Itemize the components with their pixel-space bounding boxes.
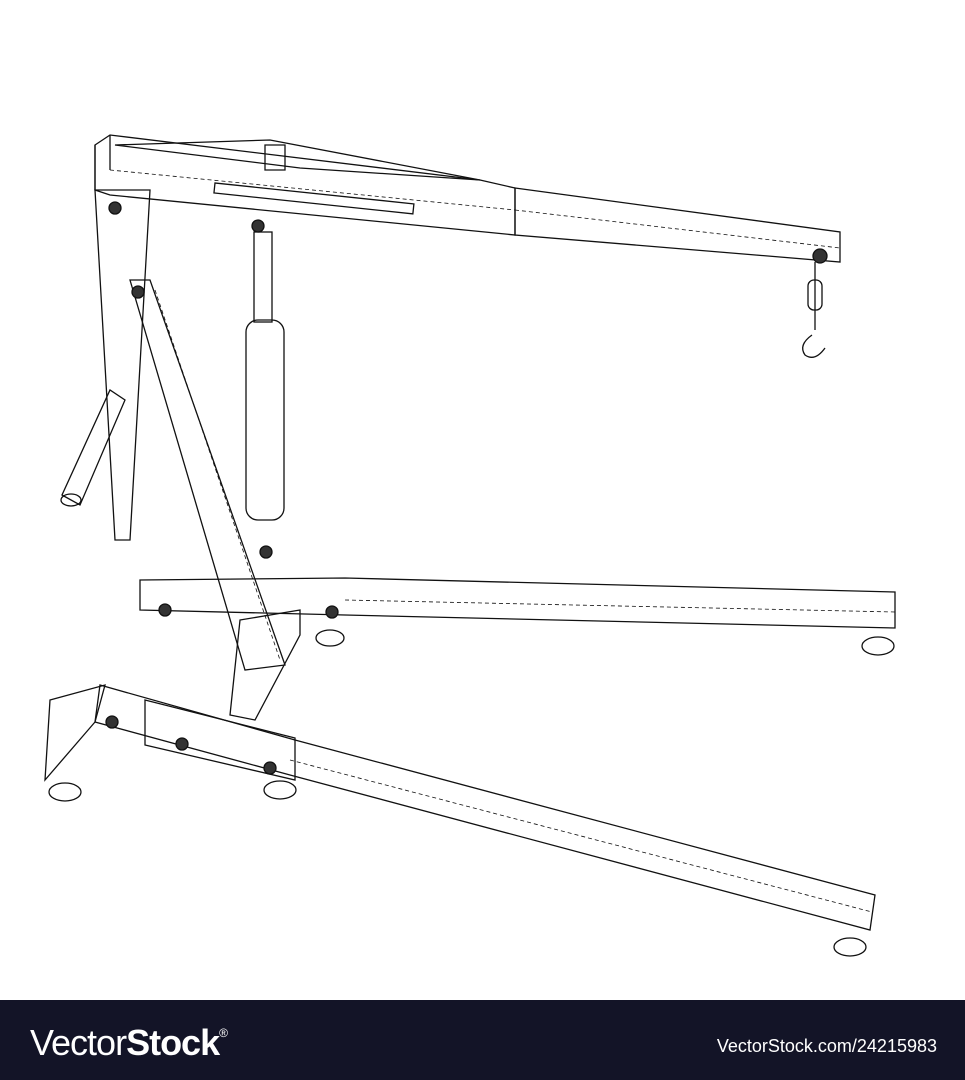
mast: [94, 189, 286, 671]
chain-hook: [802, 248, 828, 358]
watermark-footer: VectorStock® VectorStock.com/24215983: [0, 1000, 965, 1080]
casters: [48, 629, 895, 957]
pump-handle: [60, 389, 126, 507]
hydraulic-ram: [245, 219, 285, 559]
engine-hoist-drawing: [44, 134, 896, 957]
image-reference: VectorStock.com/24215983: [716, 1036, 937, 1056]
vectorstock-logo: VectorStock®: [30, 1022, 228, 1063]
boom: [94, 134, 841, 263]
legs: [44, 577, 896, 931]
